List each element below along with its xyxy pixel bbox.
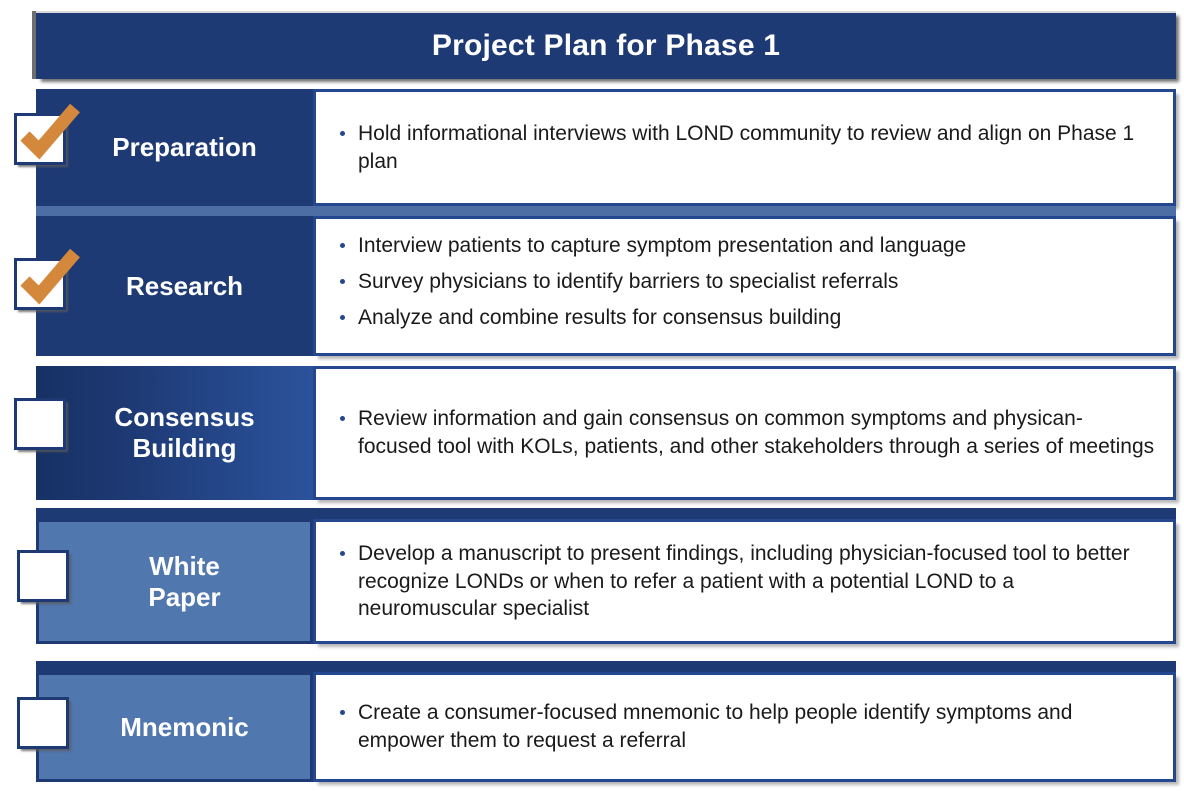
row-separator-1 <box>36 206 1176 216</box>
checkbox-preparation[interactable] <box>14 103 80 165</box>
row-content-white-paper: Develop a manuscript to present findings… <box>313 519 1176 644</box>
bullet-text: Create a consumer-focused mnemonic to he… <box>358 701 1073 752</box>
row-content-preparation: Hold informational interviews with LOND … <box>313 89 1176 206</box>
checkbox-research[interactable] <box>14 248 80 310</box>
bullet-dot-icon <box>340 550 345 556</box>
list-item: Survey physicians to identify barriers t… <box>338 268 1155 296</box>
row-label-panel-white-paper: White Paper <box>17 519 313 644</box>
bullet-text: Interview patients to capture symptom pr… <box>358 234 967 258</box>
bullet-list-preparation: Hold informational interviews with LOND … <box>338 120 1155 175</box>
bullet-list-research: Interview patients to capture symptom pr… <box>338 232 1155 339</box>
plan-row-mnemonic: Mnemonic Create a consumer-focused mnemo… <box>17 672 1176 782</box>
checkbox-consensus-building[interactable] <box>14 398 66 450</box>
checkbox-white-paper[interactable] <box>17 550 69 602</box>
row-label-panel-mnemonic: Mnemonic <box>17 672 313 782</box>
plan-row-preparation: Preparation Hold informational interview… <box>14 89 1176 206</box>
bullet-dot-icon <box>340 243 345 249</box>
bullet-list-mnemonic: Create a consumer-focused mnemonic to he… <box>338 699 1155 754</box>
plan-row-consensus-building: Consensus Building Review information an… <box>14 366 1176 500</box>
row-content-research: Interview patients to capture symptom pr… <box>313 216 1176 356</box>
plan-row-research: Research Interview patients to capture s… <box>14 216 1176 356</box>
row-label-mnemonic: Mnemonic <box>120 711 249 742</box>
bullet-list-consensus-building: Review information and gain consensus on… <box>338 405 1155 460</box>
bullet-dot-icon <box>340 130 345 136</box>
list-item: Develop a manuscript to present findings… <box>338 540 1155 623</box>
bullet-text: Analyze and combine results for consensu… <box>358 305 842 329</box>
row-label-panel-research: Research <box>14 216 313 356</box>
row-rail-4 <box>36 508 1176 519</box>
slide-title-bar: Project Plan for Phase 1 <box>36 11 1176 79</box>
row-label-research: Research <box>125 270 244 301</box>
bullet-text: Hold informational interviews with LOND … <box>358 121 1135 173</box>
plan-row-white-paper: White Paper Develop a manuscript to pres… <box>17 519 1176 644</box>
row-label-panel-preparation: Preparation <box>14 89 313 206</box>
bullet-text: Review information and gain consensus on… <box>358 407 1155 458</box>
row-label-consensus-building: Consensus Building <box>114 402 255 463</box>
list-item: Interview patients to capture symptom pr… <box>338 232 1155 260</box>
bullet-text: Develop a manuscript to present findings… <box>358 541 1130 621</box>
bullet-dot-icon <box>340 314 345 320</box>
row-rail-5 <box>36 661 1176 672</box>
row-content-mnemonic: Create a consumer-focused mnemonic to he… <box>313 672 1176 782</box>
checkmark-icon <box>20 248 80 305</box>
bullet-dot-icon <box>340 279 345 285</box>
row-content-consensus-building: Review information and gain consensus on… <box>313 366 1176 500</box>
list-item: Analyze and combine results for consensu… <box>338 304 1155 332</box>
list-item: Hold informational interviews with LOND … <box>338 120 1155 175</box>
list-item: Review information and gain consensus on… <box>338 405 1155 460</box>
row-label-preparation: Preparation <box>112 132 257 163</box>
bullet-text: Survey physicians to identify barriers t… <box>358 270 899 294</box>
bullet-dot-icon <box>340 416 345 422</box>
list-item: Create a consumer-focused mnemonic to he… <box>338 699 1155 754</box>
row-label-white-paper: White Paper <box>148 550 221 612</box>
row-label-panel-consensus-building: Consensus Building <box>14 366 313 500</box>
bullet-dot-icon <box>340 710 345 716</box>
checkmark-icon <box>20 103 80 160</box>
page-title: Project Plan for Phase 1 <box>431 29 781 62</box>
bullet-list-white-paper: Develop a manuscript to present findings… <box>338 540 1155 623</box>
checkbox-mnemonic[interactable] <box>17 697 69 749</box>
